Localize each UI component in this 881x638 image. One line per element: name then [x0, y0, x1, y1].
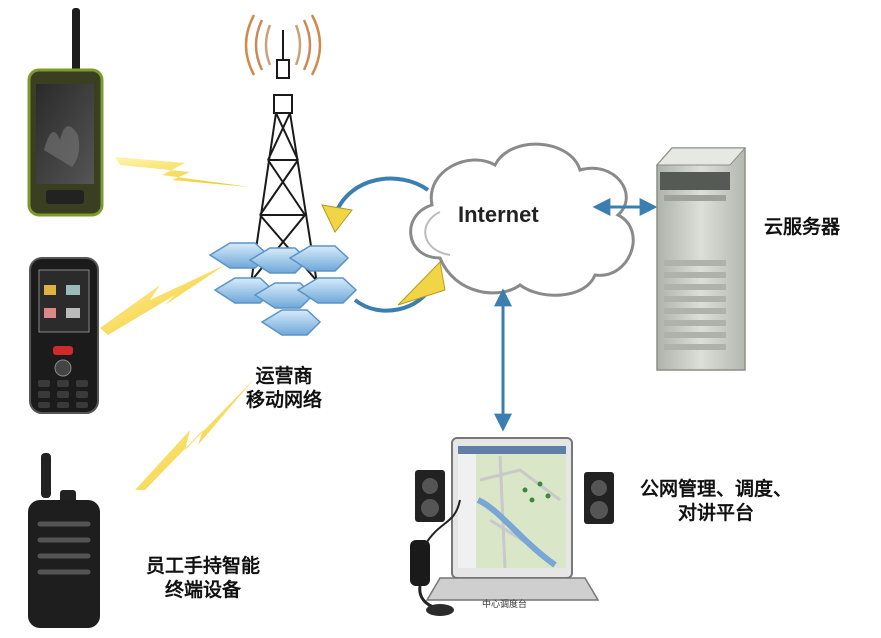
operator-label-line1: 运营商 — [255, 365, 313, 387]
microphone-handset-icon — [410, 499, 461, 616]
walkie-talkie — [28, 453, 100, 628]
sos-button — [53, 346, 73, 355]
rugged-smartphone — [27, 8, 104, 217]
laptop-icon — [425, 437, 600, 601]
phone-antenna — [72, 8, 80, 78]
terminal-label-line1: 员工手持智能 — [146, 555, 261, 577]
speaker-left-icon — [415, 470, 445, 522]
platform-label-line1: 公网管理、调度、 — [640, 478, 793, 500]
internet-cloud-icon — [409, 142, 635, 297]
cloud-server-icon — [655, 147, 747, 371]
speaker-right-icon — [584, 472, 614, 524]
feature-phone-screen — [38, 269, 90, 333]
signal-waves-icon — [244, 14, 322, 76]
lightning-icon-2 — [100, 265, 225, 335]
lightning-icon-3 — [135, 378, 255, 490]
operator-label-line2: 移动网络 — [246, 389, 323, 411]
feature-phone — [29, 257, 99, 414]
cloud-server-label: 云服务器 — [764, 216, 841, 238]
platform-label-line2: 对讲平台 — [678, 502, 755, 524]
terminal-device-label: 员工手持智能 终端设备 — [146, 554, 260, 602]
terminal-label-line2: 终端设备 — [165, 579, 242, 601]
lightning-icon-1 — [115, 157, 250, 187]
dispatch-console — [410, 437, 614, 616]
hexagon-cells-icon — [208, 242, 358, 336]
curved-arrow-cloud-to-tower — [321, 176, 430, 233]
internet-label: Internet — [458, 202, 539, 227]
console-caption: 中心调度台 — [482, 600, 528, 610]
operator-network-label: 运营商 移动网络 — [246, 364, 322, 412]
curved-arrow-tower-to-cloud — [353, 260, 446, 313]
platform-label: 公网管理、调度、 对讲平台 — [640, 477, 792, 525]
radio-antenna — [41, 453, 51, 498]
